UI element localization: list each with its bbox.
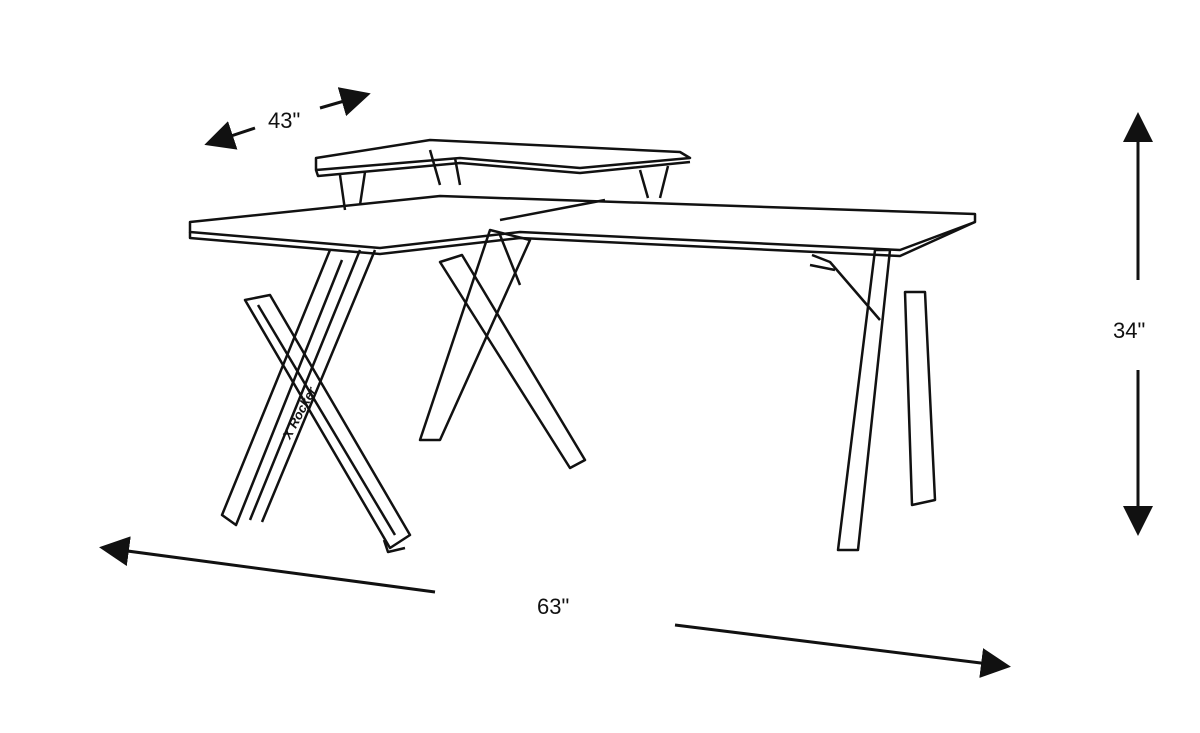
depth-label: 43" (268, 108, 301, 133)
right-leg (809, 248, 937, 552)
height-label: 34" (1113, 318, 1146, 343)
depth-arrow-right (319, 87, 371, 117)
left-leg (220, 249, 412, 554)
dimension-arrows (99, 87, 1153, 678)
depth-arrow-left (204, 121, 256, 150)
width-arrow-right (674, 623, 1011, 678)
monitor-shelf (314, 138, 692, 211)
width-arrow-left (99, 536, 436, 594)
center-leg (418, 228, 587, 470)
desk-top (188, 194, 977, 258)
width-label: 63" (537, 594, 570, 619)
